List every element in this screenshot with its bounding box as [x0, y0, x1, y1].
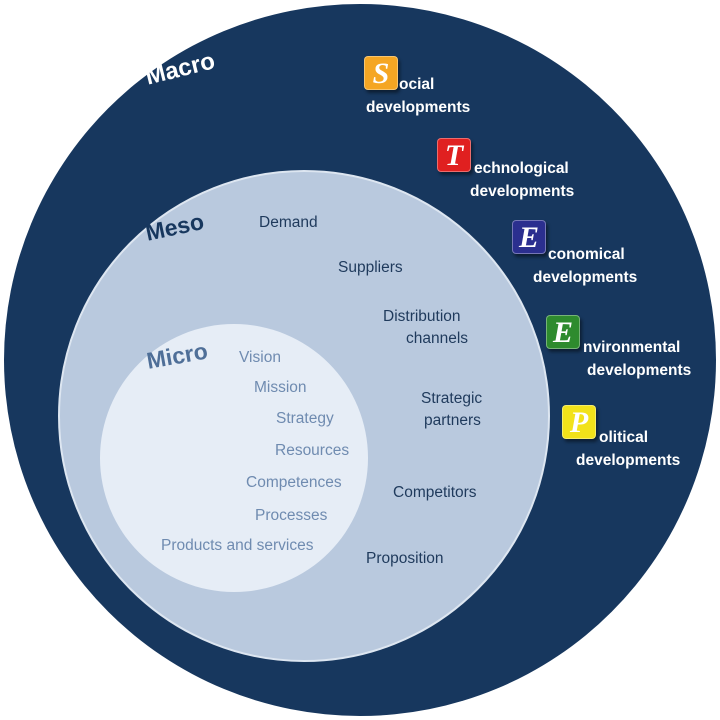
meso-item-proposition: Proposition: [366, 550, 444, 567]
environmental-developments: developments: [587, 362, 692, 379]
political-label: olitical: [599, 429, 649, 446]
social-label: ocial: [399, 76, 435, 93]
economical-letter-tile: E: [512, 220, 546, 254]
micro-circle: [100, 324, 368, 592]
technological-label: echnological: [474, 160, 569, 177]
micro-item-strategy: Strategy: [276, 410, 334, 427]
micro-item-products-and-services: Products and services: [161, 537, 314, 554]
meso-item-distribution: Distribution: [383, 308, 461, 325]
political-developments: developments: [576, 452, 681, 469]
micro-item-competences: Competences: [246, 474, 342, 491]
micro-item-mission: Mission: [254, 379, 307, 396]
environmental-letter-tile: E: [546, 315, 580, 349]
technological-developments: developments: [470, 183, 575, 200]
meso-item-channels: channels: [406, 330, 469, 347]
economical-label: conomical: [548, 246, 625, 263]
political-letter-tile: P: [562, 405, 596, 439]
meso-item-partners: partners: [424, 412, 481, 429]
micro-item-processes: Processes: [255, 507, 328, 524]
social-letter-tile: S: [364, 56, 398, 90]
meso-item-competitors: Competitors: [393, 484, 477, 501]
meso-item-suppliers: Suppliers: [338, 259, 403, 276]
environmental-label: nvironmental: [583, 339, 681, 356]
social-developments: developments: [366, 99, 471, 116]
economical-developments: developments: [533, 269, 638, 286]
micro-item-resources: Resources: [275, 442, 350, 459]
micro-item-vision: Vision: [239, 349, 281, 366]
technological-letter-tile: T: [437, 138, 471, 172]
meso-item-demand: Demand: [259, 214, 318, 231]
meso-item-strategic: Strategic: [421, 390, 483, 407]
